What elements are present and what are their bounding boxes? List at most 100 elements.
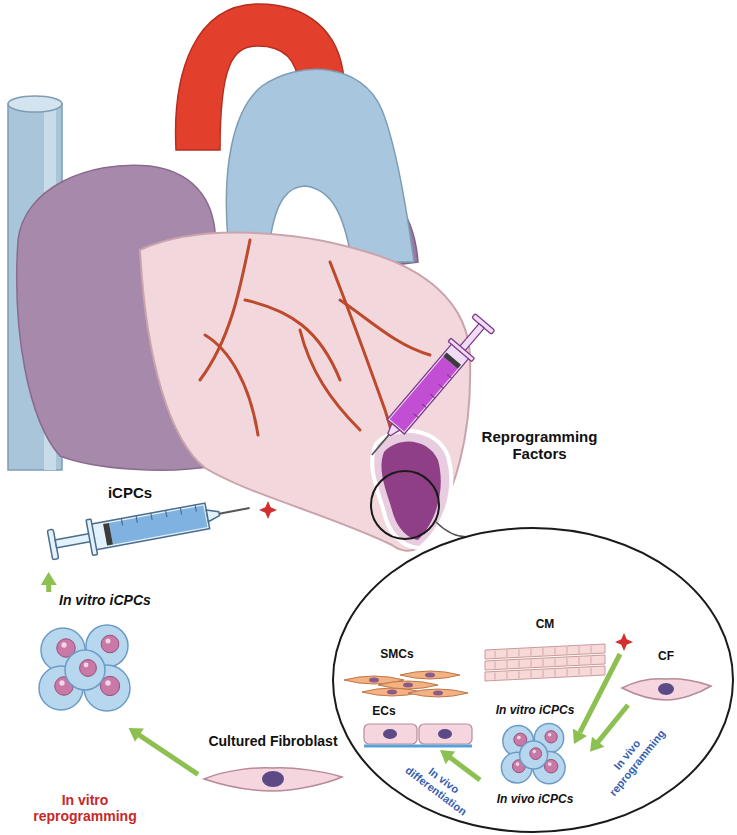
stem-cell-cluster <box>105 638 110 643</box>
coronary-artery <box>300 330 360 430</box>
muscle-fiber <box>495 662 496 669</box>
syringe-symbol <box>390 356 458 431</box>
edge-label: In vivo reprogramming <box>594 715 670 801</box>
stem-cell-cluster <box>548 733 552 737</box>
syringe-symbol <box>219 508 249 514</box>
flow-arrow <box>129 728 198 774</box>
syringe-box: iCPCs <box>40 482 255 572</box>
fibroblast-shape <box>658 683 674 695</box>
flow-arrow <box>597 705 628 743</box>
star-symbol <box>259 501 277 519</box>
muscle-fiber <box>591 646 592 653</box>
stem-cell-cluster <box>533 750 536 753</box>
muscle-fiber <box>579 657 580 664</box>
fibroblast-shape <box>262 771 284 787</box>
muscle-fiber <box>579 668 580 675</box>
muscle-fiber <box>579 646 580 653</box>
cardiomyocyte-cell: CM <box>480 618 610 682</box>
flow-arrow <box>41 572 57 592</box>
stem-cell-cluster <box>101 635 119 653</box>
cell-label: iCPCs <box>90 484 170 501</box>
endothelium <box>364 745 472 748</box>
zoom-line <box>436 522 470 537</box>
syringe-symbol <box>91 503 210 550</box>
endothelium <box>419 724 472 744</box>
syringe-symbol <box>151 513 152 520</box>
syringe-symbol <box>103 523 113 546</box>
syringe-symbol <box>86 519 97 555</box>
spindle-cell <box>378 681 438 689</box>
spindle-cell <box>369 678 379 683</box>
syringe-symbol <box>121 519 122 526</box>
coronary-artery <box>200 240 250 380</box>
muscle-fiber <box>555 670 556 677</box>
smooth-muscle-cell: SMCs <box>342 648 472 704</box>
muscle-fiber <box>507 661 508 668</box>
muscle-fiber <box>495 651 496 658</box>
stem-cell-cluster <box>39 625 130 711</box>
spindle-cell <box>403 683 413 688</box>
cell-cluster: In vitro iCPCs In vivo iCPCs <box>480 704 590 808</box>
fibroblast-shape <box>622 679 711 700</box>
flow-arrow <box>590 705 628 752</box>
fibroblast-shape <box>622 679 711 700</box>
flow-arrow <box>449 757 480 780</box>
stem-cell-cluster <box>105 680 111 686</box>
stem-cell-cluster <box>520 741 548 769</box>
muscle-fiber <box>519 649 520 656</box>
syringe-symbol <box>109 505 207 544</box>
muscle-fiber <box>567 669 568 676</box>
muscle-fiber <box>495 673 496 680</box>
stem-cell-cluster <box>61 642 66 647</box>
syringe-symbol <box>136 516 137 523</box>
heart <box>140 233 470 551</box>
muscle-fiber <box>543 659 544 666</box>
stem-cell-cluster <box>65 650 105 690</box>
muscle-fiber <box>519 671 520 678</box>
heart <box>372 431 451 548</box>
flow-arrow <box>41 572 57 585</box>
stem-cell-cluster <box>59 680 64 685</box>
endothelium <box>364 724 472 746</box>
muscle-fiber <box>543 670 544 677</box>
cell-label: In vivo iCPCs <box>480 793 590 807</box>
syringe-symbol <box>47 490 253 562</box>
cell-label: In vitro iCPCs <box>480 704 590 718</box>
fibroblast-shape <box>204 768 342 791</box>
muscle-fiber <box>591 657 592 664</box>
syringe-symbol <box>360 312 497 465</box>
star-symbol <box>615 633 633 651</box>
syringe-symbol <box>387 344 469 434</box>
muscle-fiber <box>485 666 605 681</box>
coronary-artery <box>205 335 258 435</box>
endothelium <box>383 729 397 739</box>
syringe-symbol <box>447 374 452 378</box>
cell-cluster-drawing <box>25 592 165 728</box>
stem-cell-cluster <box>516 762 520 766</box>
flow-arrow <box>573 729 587 744</box>
flow-arrow <box>138 734 198 774</box>
endothelium <box>438 729 452 739</box>
spindle-cell <box>387 690 397 695</box>
stem-cell-cluster <box>501 724 565 784</box>
cell-label: CF <box>646 650 686 664</box>
muscle-fiber <box>591 668 592 675</box>
edge-label: In vitro reprogramming <box>25 792 145 824</box>
syringe-symbol <box>206 508 220 522</box>
spindle-cell <box>425 673 435 678</box>
cell-label: Cultured Fibroblast <box>198 733 348 749</box>
syringe-symbol <box>448 338 474 361</box>
spindle-cell <box>408 689 468 697</box>
syringe-symbol <box>414 414 419 418</box>
cell-label: ECs <box>362 705 406 719</box>
muscle-fiber <box>555 659 556 666</box>
muscle-fiber <box>555 648 556 655</box>
coronary-artery <box>245 300 340 380</box>
fibroblast-cell: Cultured Fibroblast <box>198 733 348 795</box>
syringe-symbol <box>443 353 461 369</box>
endothelium <box>364 724 417 744</box>
flow-arrow <box>129 728 144 742</box>
syringe-symbol <box>439 384 444 388</box>
